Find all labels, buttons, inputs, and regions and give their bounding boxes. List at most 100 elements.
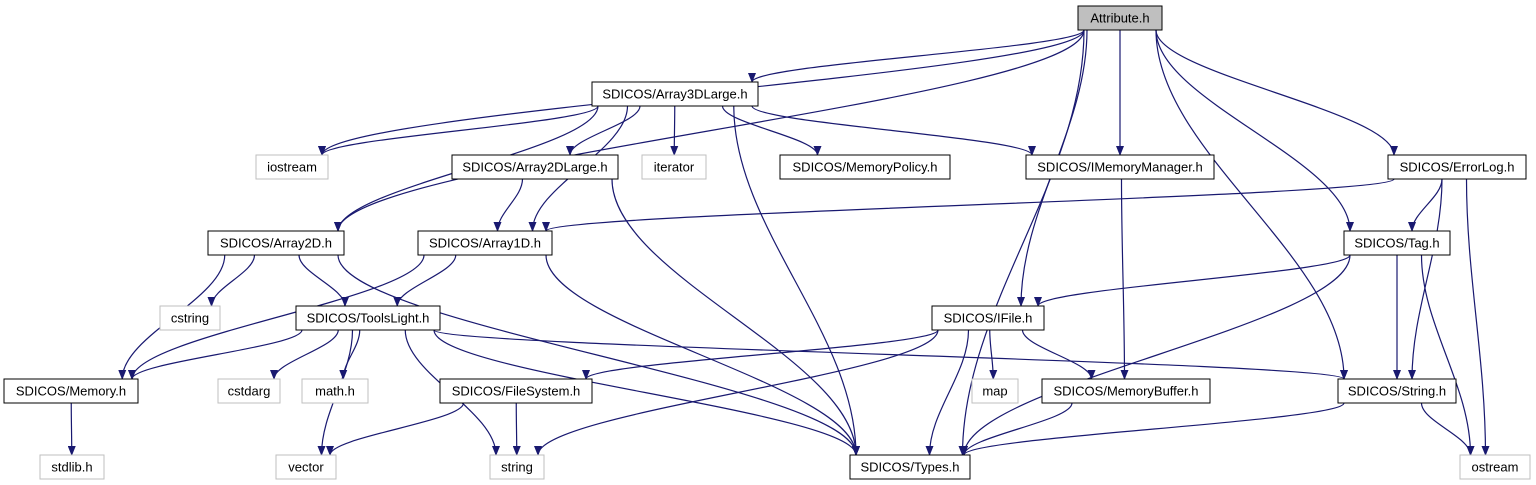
edge-array2d-to-types <box>337 254 860 456</box>
edge-array2dlarge-to-array1d <box>493 178 524 232</box>
edge-ifile-to-memorybuffer <box>1021 329 1096 380</box>
edge-attribute-to-tag <box>1155 29 1354 232</box>
edge-toolslight-to-types <box>433 329 860 456</box>
node-cstring-label: cstring <box>171 311 209 326</box>
node-ostream-label: ostream <box>1472 460 1519 475</box>
node-array1d-label: SDICOS/Array1D.h <box>429 236 541 251</box>
node-ifile-label: SDICOS/IFile.h <box>944 311 1033 326</box>
edge-tag-to-ostream <box>1420 254 1475 456</box>
edge-errorlog-to-ostream <box>1465 178 1490 456</box>
edge-ifile-to-types <box>925 329 970 456</box>
edge-errorlog-to-tag <box>1408 178 1443 232</box>
node-array2dlarge-box <box>451 154 619 180</box>
node-math-box <box>301 378 369 404</box>
node-cstdarg-label: cstdarg <box>228 384 271 399</box>
node-string: string <box>489 454 545 480</box>
node-array2d-box <box>207 230 345 256</box>
node-tag-label: SDICOS/Tag.h <box>1354 236 1439 251</box>
node-attribute-label: Attribute.h <box>1090 11 1149 26</box>
node-attribute[interactable]: Attribute.h <box>1077 5 1163 31</box>
node-memorypolicy-label: SDICOS/MemoryPolicy.h <box>793 160 938 175</box>
node-toolslight-label: SDICOS/ToolsLight.h <box>307 311 430 326</box>
edge-array2d-to-toolslight <box>298 254 349 307</box>
node-array3dlarge-label: SDICOS/Array3DLarge.h <box>602 87 747 102</box>
node-array2d[interactable]: SDICOS/Array2D.h <box>207 230 345 256</box>
node-filesystem-box <box>439 378 593 404</box>
node-math-label: math.h <box>315 384 355 399</box>
edge-array3dlarge-to-memorypolicy <box>721 105 822 156</box>
node-math: math.h <box>301 378 369 404</box>
edge-array3dlarge-to-types <box>733 105 860 456</box>
node-imemorymanager-box <box>1025 154 1215 180</box>
node-cstring-box <box>159 305 221 331</box>
edge-array1d-to-types <box>545 254 860 456</box>
edge-toolslight-to-string_h <box>433 329 1348 380</box>
node-iterator-box <box>641 154 707 180</box>
edge-attribute-to-string_h <box>1155 29 1348 380</box>
node-filesystem-label: SDICOS/FileSystem.h <box>452 384 581 399</box>
node-types[interactable]: SDICOS/Types.h <box>849 454 971 480</box>
node-ostream-box <box>1459 454 1531 480</box>
node-imemorymanager[interactable]: SDICOS/IMemoryManager.h <box>1025 154 1215 180</box>
node-types-label: SDICOS/Types.h <box>861 460 960 475</box>
node-array3dlarge[interactable]: SDICOS/Array3DLarge.h <box>591 81 759 107</box>
node-string-label: string <box>501 460 533 475</box>
edge-ifile-to-map <box>989 329 998 380</box>
node-map-label: map <box>982 384 1007 399</box>
edge-errorlog-to-string_h <box>1408 178 1443 380</box>
edge-string_h-to-ostream <box>1420 402 1475 456</box>
node-vector: vector <box>275 454 337 480</box>
node-array3dlarge-box <box>591 81 759 107</box>
node-iterator: iterator <box>641 154 707 180</box>
node-array2dlarge-label: SDICOS/Array2DLarge.h <box>462 160 607 175</box>
node-stdlib-label: stdlib.h <box>51 460 92 475</box>
node-array2d-label: SDICOS/Array2D.h <box>220 236 332 251</box>
node-memorybuffer[interactable]: SDICOS/MemoryBuffer.h <box>1041 378 1211 404</box>
node-stdlib: stdlib.h <box>39 454 105 480</box>
edge-string_h-to-types <box>960 402 1345 456</box>
edge-ifile-to-filesystem <box>582 329 939 380</box>
node-iostream: iostream <box>255 154 329 180</box>
node-string_h-label: SDICOS/String.h <box>1348 384 1446 399</box>
node-memory-label: SDICOS/Memory.h <box>16 384 126 399</box>
node-string_h[interactable]: SDICOS/String.h <box>1337 378 1457 404</box>
node-types-box <box>849 454 971 480</box>
edge-array1d-to-memory <box>128 254 425 380</box>
node-map: map <box>971 378 1019 404</box>
edge-array3dlarge-to-imemorymanager <box>751 105 1036 156</box>
edge-attribute-to-array3dlarge <box>748 29 1085 83</box>
node-array2dlarge[interactable]: SDICOS/Array2DLarge.h <box>451 154 619 180</box>
edge-array3dlarge-to-iterator <box>670 105 679 156</box>
node-filesystem[interactable]: SDICOS/FileSystem.h <box>439 378 593 404</box>
node-attribute-box <box>1077 5 1163 31</box>
edge-attribute-to-errorlog <box>1155 29 1398 156</box>
edge-toolslight-to-cstdarg <box>270 329 339 380</box>
node-iostream-label: iostream <box>267 160 317 175</box>
node-string-box <box>489 454 545 480</box>
edge-array3dlarge-to-array2dlarge <box>566 105 641 156</box>
node-tag-box <box>1343 230 1451 256</box>
node-ifile[interactable]: SDICOS/IFile.h <box>931 305 1045 331</box>
node-memory[interactable]: SDICOS/Memory.h <box>3 378 139 404</box>
node-errorlog-label: SDICOS/ErrorLog.h <box>1400 160 1515 175</box>
edge-memory-to-stdlib <box>67 402 76 456</box>
node-errorlog[interactable]: SDICOS/ErrorLog.h <box>1387 154 1527 180</box>
edge-array2dlarge-to-types <box>611 178 860 456</box>
node-ostream: ostream <box>1459 454 1531 480</box>
node-memorypolicy[interactable]: SDICOS/MemoryPolicy.h <box>779 154 951 180</box>
node-array1d[interactable]: SDICOS/Array1D.h <box>417 230 553 256</box>
edge-tag-to-ifile <box>1034 254 1351 307</box>
edge-imemorymanager-to-memorybuffer <box>1120 178 1129 380</box>
node-memorybuffer-label: SDICOS/MemoryBuffer.h <box>1054 384 1199 399</box>
edge-toolslight-to-math <box>339 329 361 380</box>
edge-ifile-to-string <box>534 329 939 456</box>
node-memorypolicy-box <box>779 154 951 180</box>
node-cstdarg: cstdarg <box>217 378 281 404</box>
node-ifile-box <box>931 305 1045 331</box>
edge-filesystem-to-string <box>512 402 521 456</box>
node-tag[interactable]: SDICOS/Tag.h <box>1343 230 1451 256</box>
node-toolslight[interactable]: SDICOS/ToolsLight.h <box>295 305 441 331</box>
node-map-box <box>971 378 1019 404</box>
node-string_h-box <box>1337 378 1457 404</box>
